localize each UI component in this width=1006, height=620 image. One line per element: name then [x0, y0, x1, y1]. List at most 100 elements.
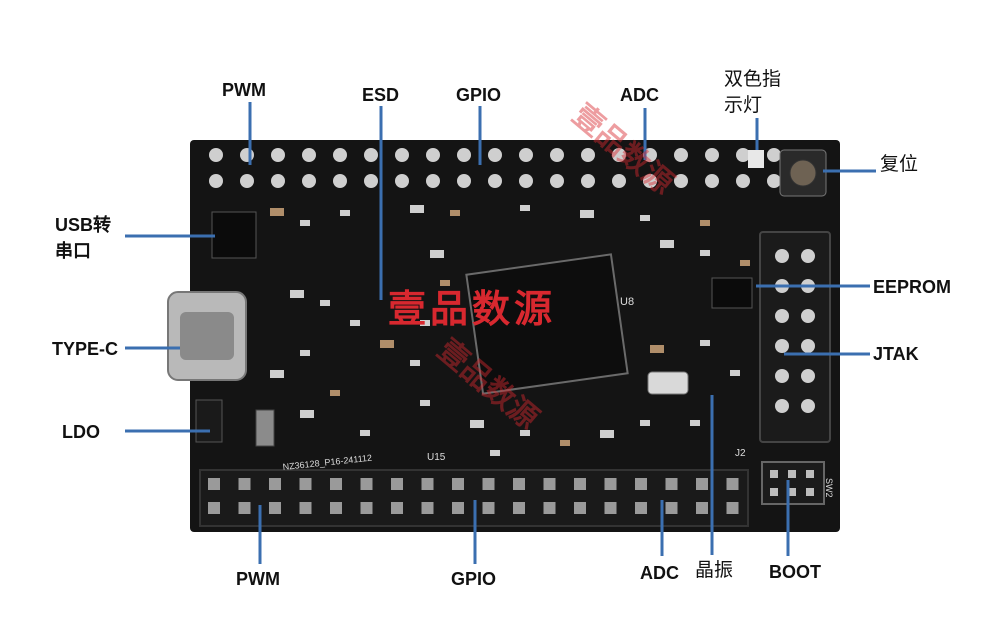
label-reset: 复位: [880, 153, 919, 175]
smd-component: [410, 360, 420, 366]
label-gpio-top: GPIO: [456, 85, 502, 105]
jtag-pad: [775, 369, 789, 383]
header-pad: [271, 148, 285, 162]
header-pin: [238, 478, 251, 490]
header-pin: [543, 478, 556, 490]
crystal-oscillator: [647, 371, 689, 395]
header-pad: [612, 148, 626, 162]
eeprom-chip: [711, 277, 753, 309]
jtag-pad: [801, 399, 815, 413]
header-pin: [726, 502, 739, 514]
jtag-pad: [775, 309, 789, 323]
header-pad: [302, 148, 316, 162]
usb-serial-chip: [211, 211, 257, 259]
header-pad: [457, 174, 471, 188]
label-eeprom: EEPROM: [873, 277, 952, 297]
header-pin: [452, 478, 464, 490]
header-pad: [736, 148, 750, 162]
smd-component: [330, 390, 340, 396]
smd-component: [290, 290, 304, 298]
header-pad: [395, 148, 409, 162]
header-pad: [550, 148, 564, 162]
header-pad: [612, 174, 626, 188]
boot-pins: [770, 470, 814, 496]
header-pin: [208, 478, 220, 490]
header-pin: [726, 478, 739, 490]
header-pin: [665, 502, 678, 514]
dual-color-led: [748, 150, 764, 168]
boot-pin: [806, 488, 814, 496]
header-pad: [581, 148, 595, 162]
header-pad: [488, 148, 502, 162]
passive-components: [270, 205, 750, 456]
label-type-c: TYPE-C: [52, 339, 119, 359]
jtag-pad: [775, 339, 789, 353]
header-pad: [426, 174, 440, 188]
bottom-pin-header: [208, 478, 739, 514]
smd-component: [300, 220, 310, 226]
header-pin: [299, 478, 312, 490]
mcu-chip: [465, 253, 629, 395]
header-pin: [696, 478, 708, 490]
label-dual-color-led: 双色指示灯: [724, 68, 782, 116]
header-pad: [240, 148, 254, 162]
header-pad: [333, 174, 347, 188]
header-pad: [519, 148, 533, 162]
label-pwm-bottom: PWM: [236, 569, 280, 589]
silk-sw2: SW2: [824, 478, 834, 498]
label-ldo: LDO: [62, 422, 100, 442]
label-usb-serial: USB转串口: [55, 215, 112, 261]
jtag-header-housing: [759, 231, 831, 443]
label-esd: ESD: [362, 85, 400, 105]
header-pin: [269, 502, 281, 514]
header-pad: [302, 174, 316, 188]
header-pad: [581, 174, 595, 188]
header-pad: [209, 148, 223, 162]
smd-component: [430, 250, 444, 258]
header-pin: [513, 502, 525, 514]
label-crystal: 晶振: [695, 559, 734, 581]
header-pin: [360, 478, 373, 490]
smd-component: [690, 420, 700, 426]
reset-button-cap: [789, 159, 817, 187]
smd-component: [660, 240, 674, 248]
smd-component: [740, 260, 750, 266]
header-pad: [240, 174, 254, 188]
smd-component: [490, 450, 500, 456]
smd-component: [320, 300, 330, 306]
label-gpio-bottom: GPIO: [451, 569, 497, 589]
watermark-center: 壹品数源: [388, 287, 557, 331]
silk-j2: J2: [735, 448, 746, 459]
smd-component: [420, 400, 430, 406]
header-pin: [574, 502, 586, 514]
header-pin: [513, 478, 525, 490]
boot-header-housing: [761, 461, 825, 505]
smd-component: [300, 410, 314, 418]
header-pad: [457, 148, 471, 162]
silk-u15: U15: [427, 452, 446, 463]
smd-component: [520, 430, 530, 436]
jtag-pad: [801, 369, 815, 383]
header-pad: [674, 174, 688, 188]
header-pad: [519, 174, 533, 188]
header-pad: [767, 174, 781, 188]
header-pad: [550, 174, 564, 188]
header-pin: [208, 502, 220, 514]
header-pin: [391, 478, 403, 490]
header-pin: [696, 502, 708, 514]
header-pin: [574, 478, 586, 490]
header-pin: [421, 502, 434, 514]
header-pin: [299, 502, 312, 514]
header-pin: [635, 478, 647, 490]
boot-pin: [770, 488, 778, 496]
header-pin: [604, 478, 617, 490]
smd-component: [300, 350, 310, 356]
boot-pin: [788, 488, 796, 496]
label-adc-top: ADC: [620, 85, 659, 105]
header-pin: [482, 478, 495, 490]
header-pin: [238, 502, 251, 514]
boot-pin: [806, 470, 814, 478]
label-boot: BOOT: [769, 562, 821, 582]
